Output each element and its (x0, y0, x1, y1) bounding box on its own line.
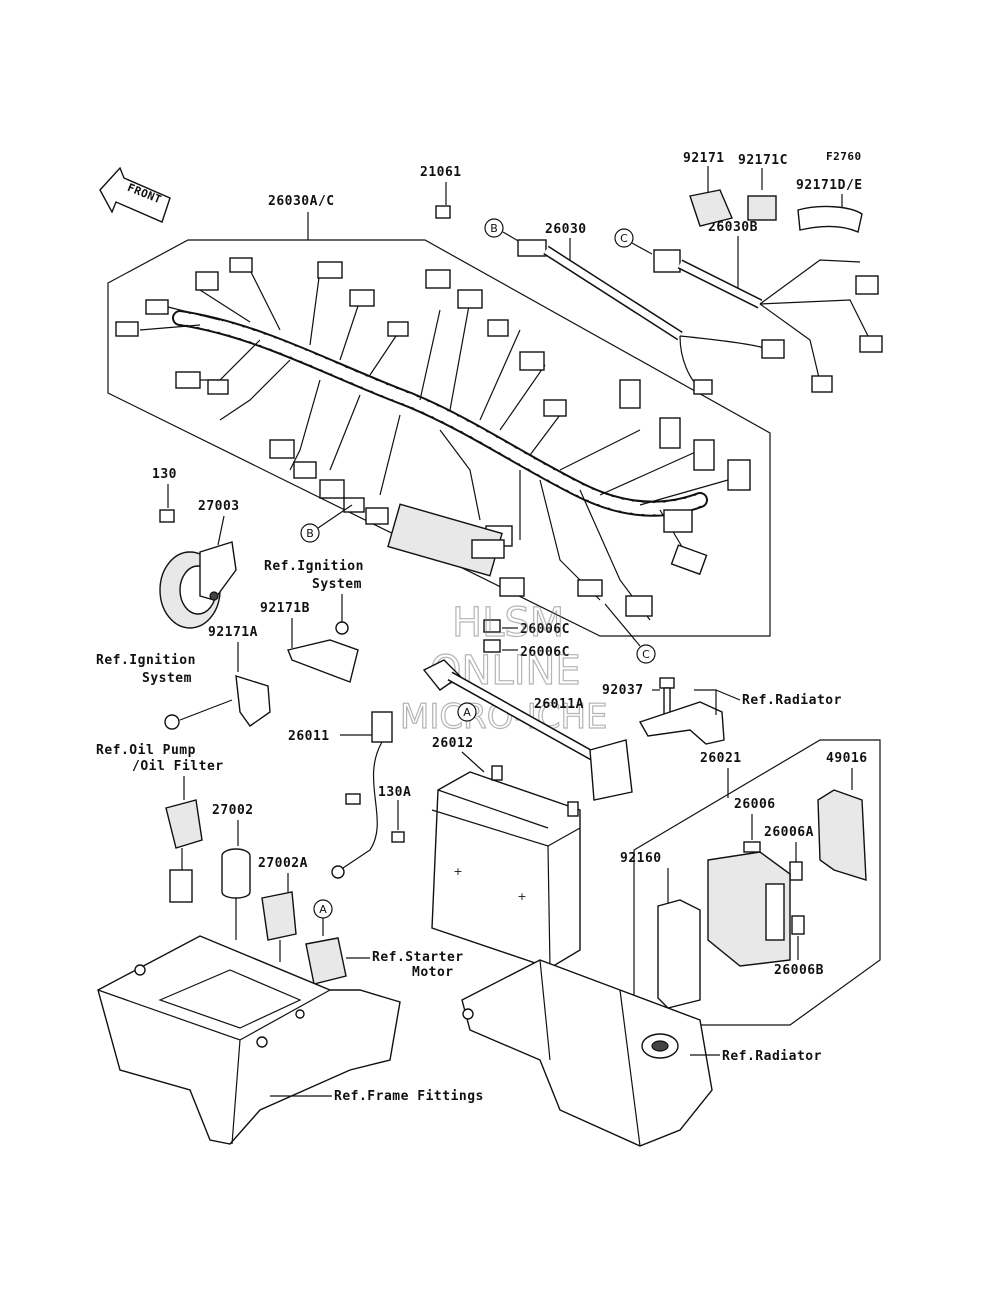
ref-starter-line1: Ref.Starter (372, 950, 464, 965)
part-92160[interactable]: 92160 (620, 851, 662, 866)
svg-text:HLSM: HLSM (452, 600, 564, 646)
part-26030[interactable]: 26030 (545, 222, 587, 237)
part-26006c-2[interactable]: 26006C (520, 645, 570, 660)
part-130a[interactable]: 130A (378, 785, 411, 800)
part-27002[interactable]: 27002 (212, 803, 254, 818)
connector-marker-a-mid: A (457, 702, 477, 722)
ref-radiator-2: Ref.Radiator (722, 1049, 822, 1064)
nut-shape-2 (164, 714, 180, 730)
fuse-26006 (743, 841, 761, 853)
svg-text:+: + (453, 865, 462, 878)
part-27003[interactable]: 27003 (198, 499, 240, 514)
part-21061-shape (435, 205, 451, 219)
svg-text:C: C (620, 232, 628, 245)
ref-oil-line2: /Oil Filter (132, 759, 224, 774)
part-26006[interactable]: 26006 (734, 797, 776, 812)
fuse-26006a (789, 861, 803, 881)
bracket-92171b (287, 639, 359, 683)
part-26006a[interactable]: 26006A (764, 825, 814, 840)
part-49016[interactable]: 49016 (826, 751, 868, 766)
fuse-26006b (791, 915, 805, 935)
part-26030ac[interactable]: 26030A/C (268, 194, 335, 209)
part-26011[interactable]: 26011 (288, 729, 330, 744)
svg-text:A: A (463, 706, 471, 719)
ref-frame-fittings: Ref.Frame Fittings (334, 1089, 484, 1104)
part-26006c-1[interactable]: 26006C (520, 622, 570, 637)
part-26012[interactable]: 26012 (432, 736, 474, 751)
part-92037[interactable]: 92037 (602, 683, 644, 698)
ref-oil-line1: Ref.Oil Pump (96, 743, 196, 758)
svg-text:+: + (517, 890, 526, 903)
relay-box-fuses (765, 883, 785, 941)
ref-starter-line2: Motor (412, 965, 454, 980)
battery-tray (97, 935, 401, 1145)
oil-switch-part (165, 799, 203, 903)
sub-harness-26030b (653, 249, 883, 393)
svg-text:B: B (490, 222, 498, 235)
relay-27002 (221, 848, 251, 940)
ref-ignition-1-line2: System (312, 577, 362, 592)
ref-ignition-1-line1: Ref.Ignition (264, 559, 364, 574)
bolt-130-shape (159, 509, 175, 523)
connector-marker-c-top: C (614, 228, 653, 255)
starter-relay (305, 937, 347, 985)
bracket-92037 (638, 701, 725, 745)
cover-49016 (817, 789, 867, 881)
sub-harness-26030 (517, 239, 785, 395)
connector-marker-a-low: A (313, 899, 333, 936)
horn-27003 (159, 541, 237, 629)
part-92171c[interactable]: 92171C (738, 153, 788, 168)
radiator-reservoir (461, 959, 713, 1147)
bolt-130a-shape (391, 831, 405, 843)
front-arrow-icon: FRONT (99, 166, 171, 223)
part-92171b[interactable]: 92171B (260, 601, 310, 616)
part-26030b[interactable]: 26030B (708, 220, 758, 235)
connector-marker-b-mid: B (300, 504, 353, 543)
diagram-code: F2760 (826, 150, 862, 163)
svg-text:C: C (642, 648, 650, 661)
relay-27002a (261, 891, 297, 962)
fuse-26006c-group (483, 619, 501, 653)
ref-radiator-1: Ref.Radiator (742, 693, 842, 708)
part-26011a[interactable]: 26011A (534, 697, 584, 712)
part-92171de-shape (797, 205, 863, 233)
bracket-92160 (657, 899, 701, 1009)
cable-26011a (422, 659, 633, 801)
part-26021[interactable]: 26021 (700, 751, 742, 766)
harness-group-outline (107, 239, 771, 637)
part-92171c-shape (747, 195, 777, 221)
bolt-92037 (659, 677, 675, 717)
cable-26011 (331, 711, 393, 879)
svg-text:B: B (306, 527, 314, 540)
part-92171de[interactable]: 92171D/E (796, 178, 863, 193)
connector-marker-c-mid: C (604, 603, 656, 664)
part-27002a[interactable]: 27002A (258, 856, 308, 871)
connector-marker-b-top: B (484, 218, 521, 243)
nut-shape (335, 621, 349, 635)
bracket-92171a (235, 675, 271, 727)
ref-ignition-2-line2: System (142, 671, 192, 686)
part-92171a[interactable]: 92171A (208, 625, 258, 640)
part-130[interactable]: 130 (152, 467, 177, 482)
part-26006b[interactable]: 26006B (774, 963, 824, 978)
ref-ignition-2-line1: Ref.Ignition (96, 653, 196, 668)
main-harness-26030ac (115, 257, 751, 621)
part-92171-shape (689, 189, 733, 227)
svg-text:A: A (319, 903, 327, 916)
part-21061[interactable]: 21061 (420, 165, 462, 180)
part-92171[interactable]: 92171 (683, 151, 725, 166)
battery-26012: + + (431, 765, 581, 969)
